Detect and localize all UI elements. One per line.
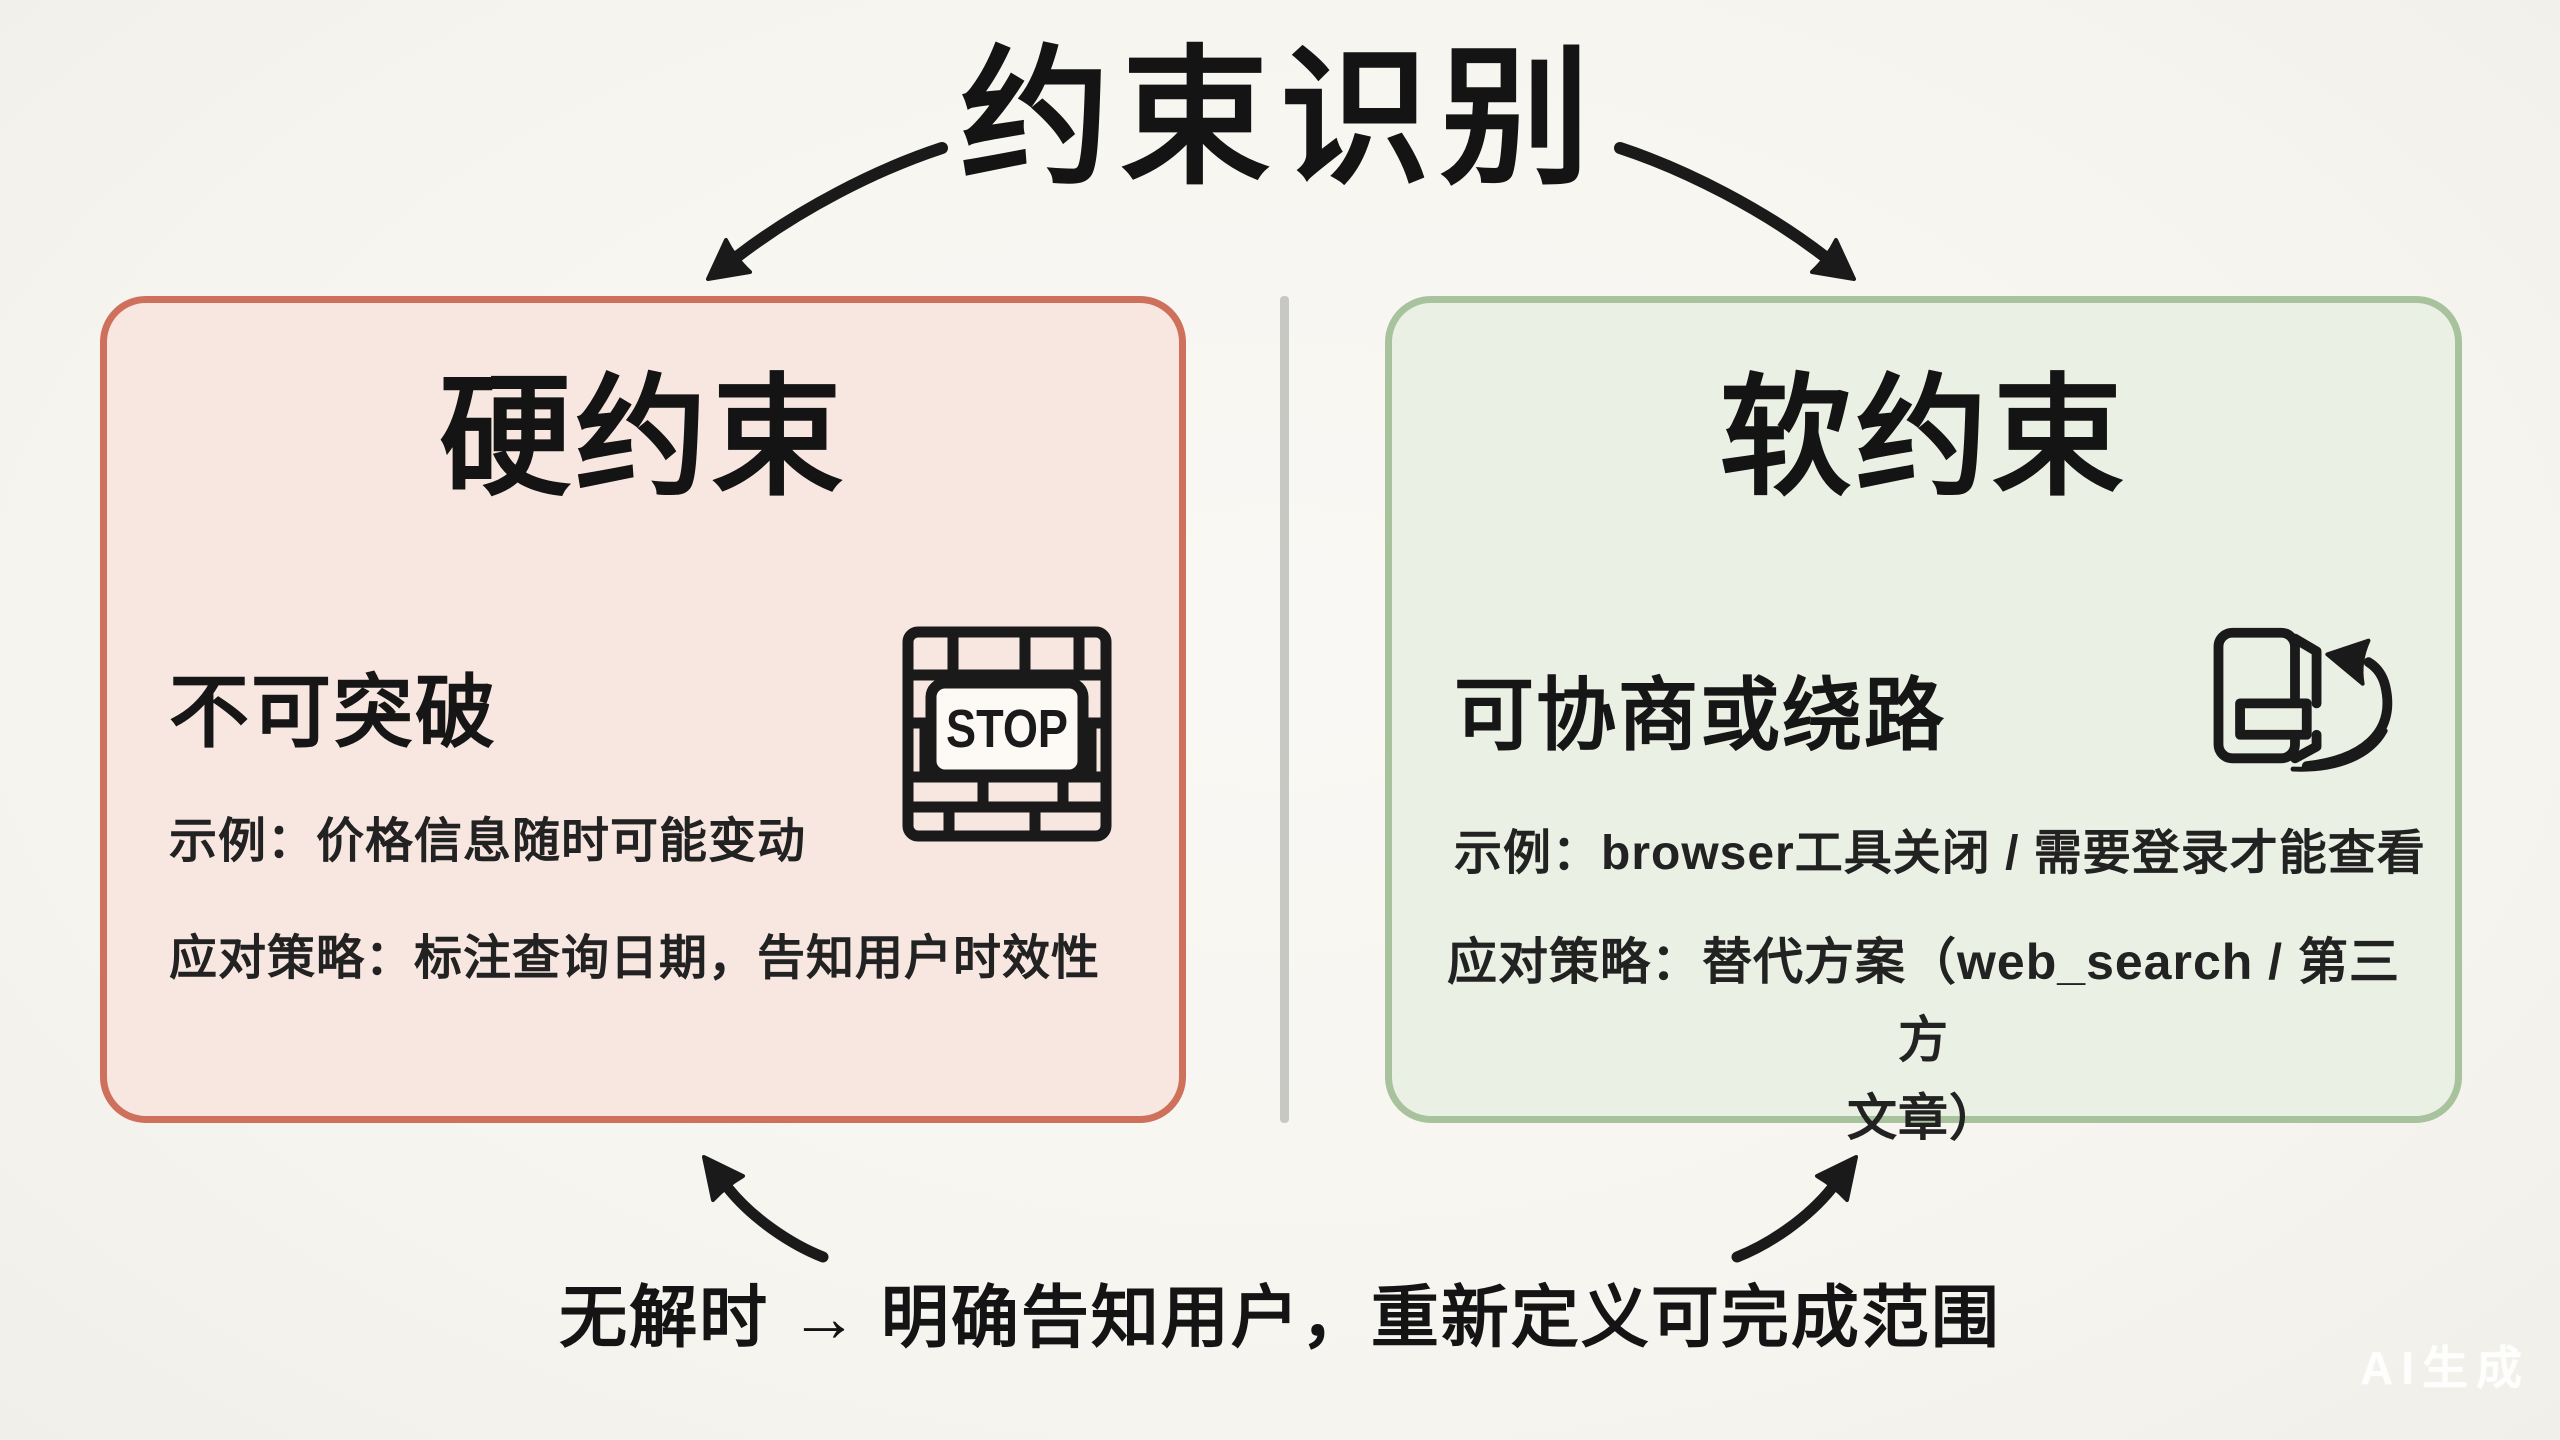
- stop-brick-wall-icon: STOP: [901, 625, 1113, 843]
- hard-card-example: 示例：价格信息随时可能变动: [169, 815, 807, 868]
- hard-card-subtitle: 不可突破: [169, 668, 497, 757]
- arrow-title-to-soft-card-icon: [1614, 142, 1856, 281]
- soft-card-strategy-line-2: 文章）: [1847, 1090, 2000, 1146]
- hard-card-strategy: 应对策略：标注查询日期，告知用户时效性: [169, 932, 1101, 985]
- arrow-title-to-hard-card-icon: [706, 142, 948, 281]
- hard-constraint-card: 硬约束 不可突破: [100, 296, 1186, 1123]
- soft-card-strategy: 应对策略：替代方案（web_search / 第三方 文章）: [1432, 923, 2415, 1157]
- vertical-divider: [1280, 296, 1289, 1123]
- footer-note: 无解时 → 明确告知用户，重新定义可完成范围: [559, 1280, 2001, 1356]
- hard-card-title: 硬约束: [439, 364, 847, 511]
- stop-sign-label: STOP: [946, 699, 1068, 759]
- soft-card-subtitle: 可协商或绕路: [1454, 671, 1946, 760]
- page-title: 约束识别: [959, 34, 1600, 202]
- arrow-footer-to-hard-card-icon: [702, 1155, 829, 1263]
- soft-constraint-card: 软约束 可协商或绕路 示例：browser工具关闭 / 需要登录才能查看 应对策…: [1385, 296, 2462, 1146]
- door-bypass-icon: [2191, 621, 2397, 773]
- soft-card-title: 软约束: [1719, 364, 2128, 511]
- arrow-footer-to-soft-card-icon: [1731, 1155, 1858, 1263]
- soft-card-strategy-line-1: 应对策略：替代方案（web_search / 第三方: [1447, 934, 2400, 1068]
- watermark: AI生成: [2360, 1342, 2530, 1394]
- soft-card-example: 示例：browser工具关闭 / 需要登录才能查看: [1454, 827, 2426, 880]
